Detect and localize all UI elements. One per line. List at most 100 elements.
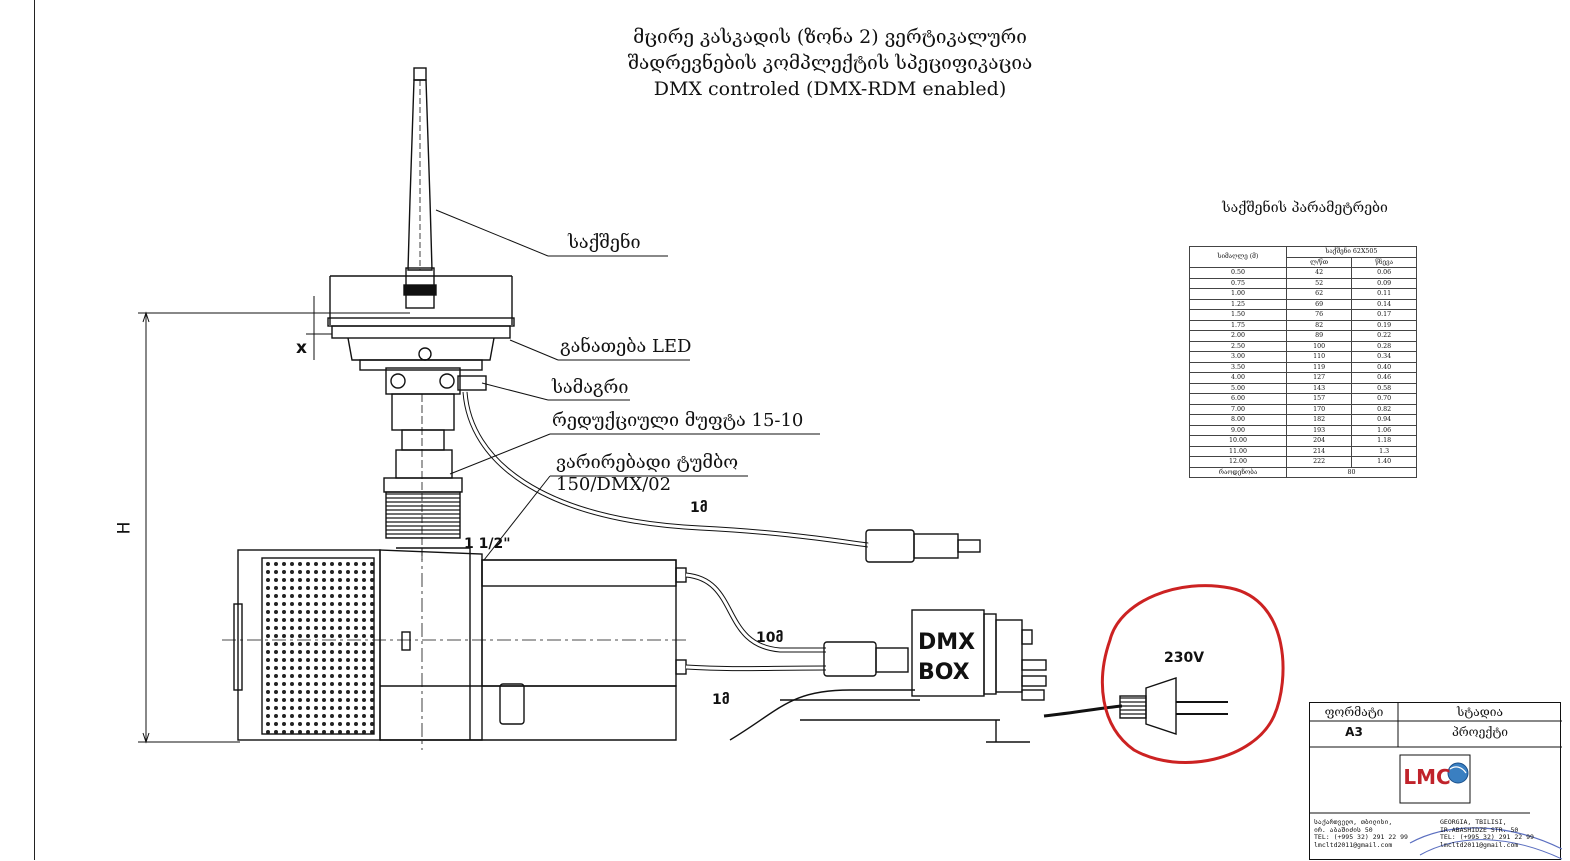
- dmx-box-label-1: DMX: [918, 630, 976, 655]
- address-ka: საქართველო, თბილისი, ირ. აბაშიძის 50 TEL…: [1314, 818, 1408, 849]
- params-cell: 62: [1285, 288, 1353, 300]
- stage-label: სტადია: [1457, 705, 1503, 719]
- address-ka-line-3: TEL: (+995 32) 291 22 99: [1314, 833, 1408, 841]
- params-cell: 52: [1285, 277, 1353, 289]
- params-cell: 7.00: [1189, 403, 1287, 415]
- params-cell: 82: [1285, 319, 1353, 331]
- params-cell: 127: [1285, 372, 1353, 384]
- params-cell: 11.00: [1189, 445, 1287, 457]
- title-line-2: შადრევნების კომპლექტის სპეციფიკაცია: [627, 52, 1033, 74]
- params-cell: 1.75: [1189, 319, 1287, 331]
- params-cell: 110: [1285, 351, 1353, 363]
- params-header-flow: ლ/წთ: [1285, 256, 1353, 268]
- params-cell: 0.17: [1351, 309, 1417, 321]
- params-cell: 9.00: [1189, 424, 1287, 436]
- dimension-x: [306, 296, 410, 360]
- led-cable: [462, 391, 981, 563]
- label-pump-model: 150/DMX/02: [556, 474, 672, 495]
- params-cell: 0.70: [1351, 393, 1417, 405]
- params-cell: 0.94: [1351, 414, 1417, 426]
- label-cable-1m-top: 1მ: [690, 500, 708, 516]
- label-cable-10m: 10მ: [756, 630, 784, 646]
- params-cell: 2.50: [1189, 340, 1287, 352]
- pump-cables: [685, 572, 1030, 743]
- label-cable-1m-bottom: 1მ: [712, 692, 730, 708]
- params-cell: 1.06: [1351, 424, 1417, 436]
- params-cell: 42: [1285, 267, 1353, 279]
- label-pump-name: ვარირებადი ტუმბო: [556, 452, 739, 473]
- params-cell: 1.00: [1189, 288, 1287, 300]
- params-cell: 5.00: [1189, 382, 1287, 394]
- dmx-box: [911, 609, 1047, 701]
- address-en-line-3: TEL: (+995 32) 291 22 99: [1440, 833, 1534, 841]
- params-header-power: წნევა: [1351, 256, 1417, 268]
- title-line-1: მცირე კასკადის (ზონა 2) ვერტიკალური: [633, 26, 1027, 48]
- label-voltage: 230V: [1164, 650, 1205, 666]
- params-cell: 0.19: [1351, 319, 1417, 331]
- params-cell: 0.06: [1351, 267, 1417, 279]
- label-led: განათება LED: [560, 336, 692, 357]
- dimension-h: [138, 311, 402, 744]
- params-table: სიმაღლე (მ) საქშენი 62X505 ლ/წთ წნევა 0.…: [1189, 246, 1417, 478]
- params-cell: 0.58: [1351, 382, 1417, 394]
- params-cell: 204: [1285, 435, 1353, 447]
- params-cell: 222: [1285, 456, 1353, 468]
- address-en-line-2: IR.ABASHIDZE STR. 50: [1440, 825, 1519, 834]
- params-cell: 12.00: [1189, 456, 1287, 468]
- params-footer-value: 80: [1286, 466, 1417, 478]
- params-cell: 119: [1285, 361, 1353, 373]
- params-cell: 0.14: [1351, 298, 1417, 310]
- params-header-height: სიმაღლე (მ): [1189, 246, 1287, 268]
- power-cable: [1043, 677, 1228, 735]
- led-light: [327, 275, 515, 371]
- address-en-line-1: GEORGIA, TBILISI,: [1440, 818, 1507, 826]
- params-cell: 170: [1285, 403, 1353, 415]
- title-block: ფორმატი სტადია A3 პროექტი LMC საქართველო…: [1309, 702, 1562, 860]
- label-pipe-size: 1 1/2": [464, 536, 511, 552]
- nozzle-stem: [403, 67, 437, 309]
- params-cell: 100: [1285, 340, 1353, 352]
- title-line-3: DMX controled (DMX-RDM enabled): [653, 78, 1007, 100]
- params-cell: 6.00: [1189, 393, 1287, 405]
- company-logo: LMC: [1403, 765, 1451, 789]
- params-cell: 10.00: [1189, 435, 1287, 447]
- params-cell: 1.50: [1189, 309, 1287, 321]
- params-cell: 0.09: [1351, 277, 1417, 289]
- params-cell: 4.00: [1189, 372, 1287, 384]
- params-cell: 0.50: [1189, 267, 1287, 279]
- pump-body: [222, 547, 690, 750]
- params-cell: 3.50: [1189, 361, 1287, 373]
- params-cell: 182: [1285, 414, 1353, 426]
- highlight-circle: [1100, 584, 1285, 764]
- params-cell: 0.40: [1351, 361, 1417, 373]
- stand-bracket: [385, 367, 487, 395]
- title-block-grid: [1310, 703, 1562, 860]
- params-cell: 2.00: [1189, 330, 1287, 342]
- params-title: საქშენის პარამეტრები: [1222, 200, 1388, 216]
- label-coupling: რედუქციული მუფტა 15-10: [552, 410, 804, 431]
- label-nozzle: საქშენი: [568, 232, 641, 253]
- sheet-border: [34, 0, 35, 860]
- stage-value: პროექტი: [1451, 725, 1509, 739]
- params-cell: 89: [1285, 330, 1353, 342]
- leader-lines: [435, 209, 820, 561]
- params-cell: 3.00: [1189, 351, 1287, 363]
